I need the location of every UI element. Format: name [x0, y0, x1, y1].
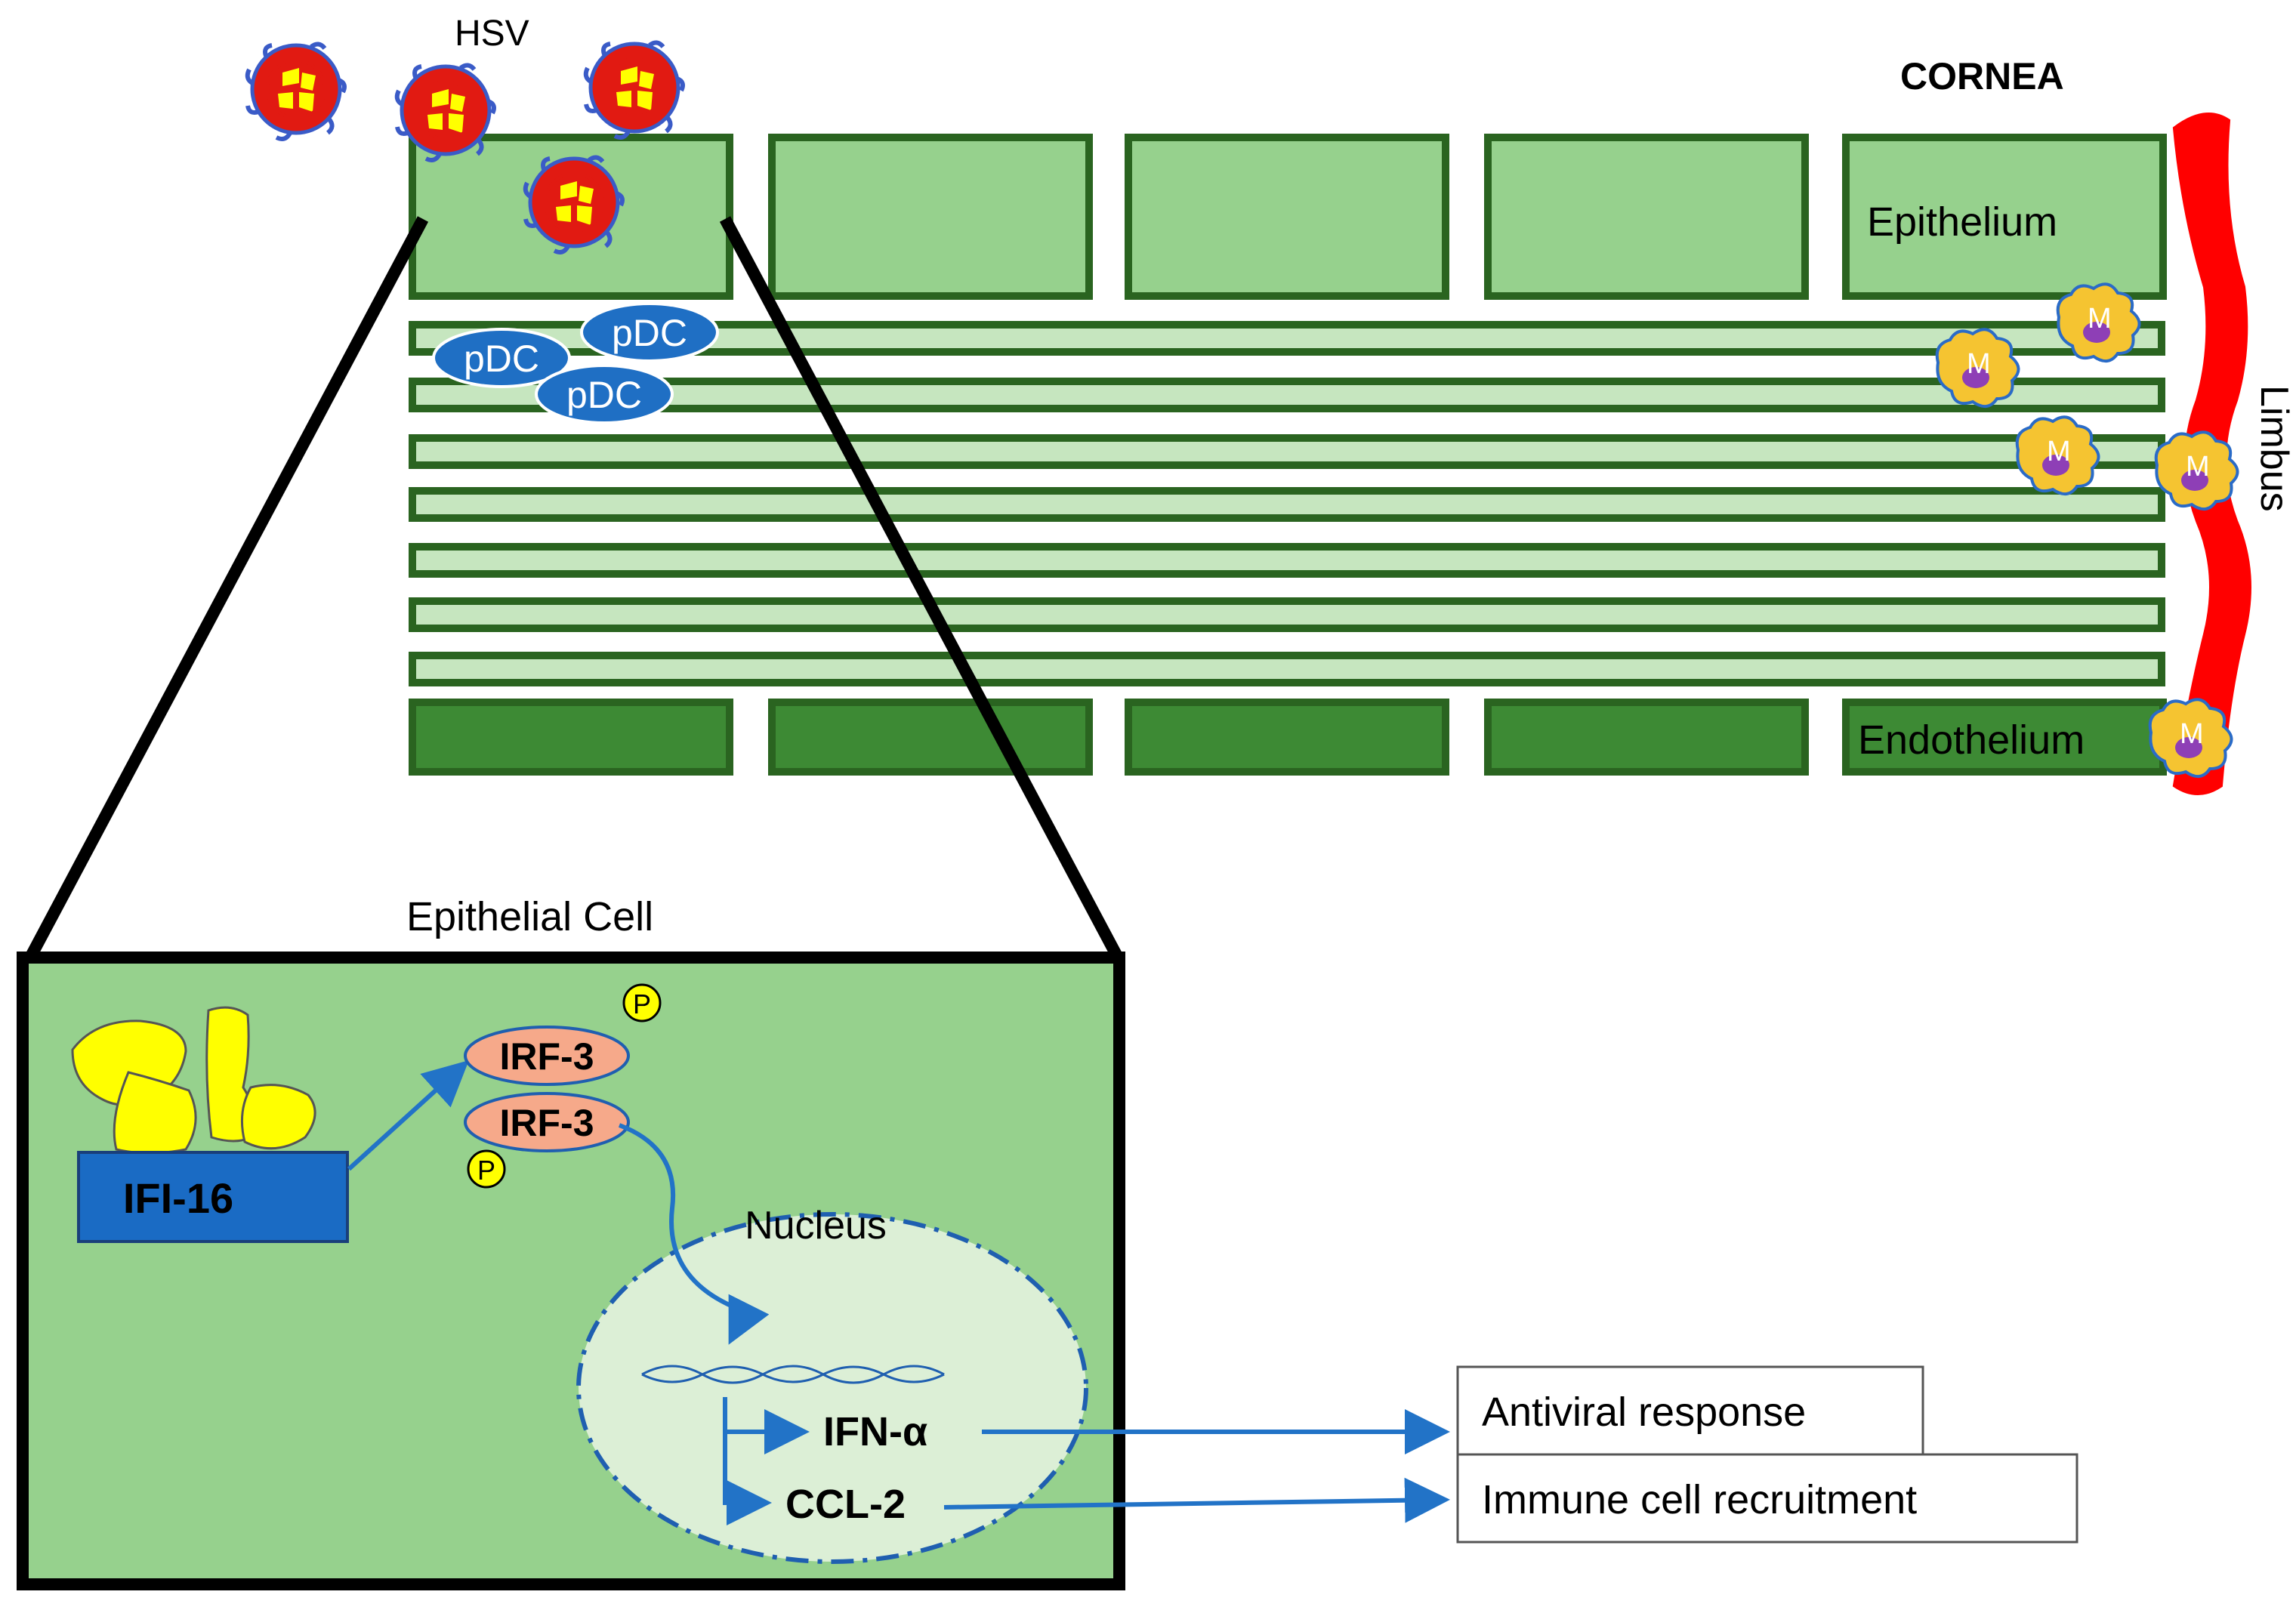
viral-dna-fragments	[71, 1006, 316, 1155]
stroma-lamella-5	[409, 543, 2165, 578]
hsv-virus-3	[586, 42, 683, 137]
pdc-label-1: pDC	[464, 338, 539, 380]
antiviral-response-box: Antiviral response	[1456, 1365, 1924, 1456]
macrophage-label-4: M	[2186, 451, 2210, 483]
nucleus-label: Nucleus	[745, 1204, 887, 1248]
epithelial-cell-2	[768, 134, 1093, 300]
irf3-bottom: IRF-3	[464, 1092, 630, 1152]
zoom-line-right	[719, 216, 1124, 961]
ifi16-box: IFI-16	[77, 1151, 349, 1243]
pdc-label-2: pDC	[612, 312, 687, 354]
dna-strand-icon	[641, 1365, 945, 1384]
macrophage-label-3: M	[2047, 436, 2071, 467]
cornea-label: CORNEA	[1900, 55, 2064, 97]
epithelial-cell-3	[1125, 134, 1449, 300]
macrophage-4: M	[2154, 430, 2239, 511]
endothelial-cell-2	[768, 699, 1093, 776]
arrow-transcription-ccl2	[723, 1432, 772, 1525]
macrophage-label-5: M	[2180, 718, 2204, 750]
hsv-label: HSV	[455, 14, 529, 54]
endothelial-cell-4	[1484, 699, 1809, 776]
pdc-cell-1: pDC	[432, 328, 571, 388]
stroma-lamella-6	[409, 597, 2165, 632]
phospho-top: P	[622, 983, 662, 1022]
hsv-virus-1	[248, 44, 344, 139]
macrophage-label-1: M	[2088, 303, 2112, 335]
endothelial-cell-3	[1125, 699, 1449, 776]
epithelium-label: Epithelium	[1867, 199, 2057, 245]
irf3-bottom-label: IRF-3	[500, 1102, 594, 1144]
zoom-line-left	[24, 216, 429, 961]
stroma-lamella-4	[409, 487, 2165, 522]
irf3-top: IRF-3	[464, 1026, 630, 1086]
macrophage-2: M	[1935, 328, 2020, 409]
phospho-top-label: P	[633, 989, 651, 1019]
immune-recruitment-label: Immune cell recruitment	[1482, 1477, 1917, 1522]
macrophage-3: M	[2015, 415, 2100, 496]
endothelial-cell-1	[409, 699, 733, 776]
macrophage-5: M	[2148, 698, 2233, 779]
irf3-top-label: IRF-3	[500, 1035, 594, 1078]
arrow-ccl2-to-recruitment	[943, 1477, 1450, 1523]
ccl2-label: CCL-2	[785, 1482, 906, 1527]
arrow-ifi16-to-irf3	[347, 1060, 469, 1171]
arrow-irf3-to-nucleus	[618, 1123, 770, 1345]
pdc-cell-2: pDC	[580, 302, 719, 362]
epithelial-cell-5	[1842, 134, 2167, 300]
stroma-lamella-3	[409, 434, 2165, 469]
stroma-layer	[409, 321, 2165, 686]
epithelial-cell-4	[1484, 134, 1809, 300]
macrophage-label-2: M	[1967, 348, 1991, 380]
ifi16-label: IFI-16	[123, 1174, 233, 1222]
ifn-alpha-label: IFN-α	[823, 1409, 927, 1454]
phospho-bottom-label: P	[477, 1155, 495, 1186]
stroma-lamella-2	[409, 378, 2165, 412]
stroma-lamella-7	[409, 652, 2165, 686]
pdc-cell-3: pDC	[535, 364, 674, 424]
epithelium-layer	[409, 134, 2167, 300]
epithelial-cell-title: Epithelial Cell	[406, 894, 653, 939]
nucleus	[576, 1212, 1088, 1564]
antiviral-response-label: Antiviral response	[1482, 1390, 1806, 1435]
immune-recruitment-box: Immune cell recruitment	[1456, 1453, 2078, 1544]
phospho-bottom: P	[467, 1149, 506, 1189]
limbus-label: Limbus	[2252, 385, 2296, 512]
macrophage-1: M	[2056, 282, 2141, 363]
pdc-label-3: pDC	[566, 374, 642, 416]
endothelium-label: Endothelium	[1858, 717, 2085, 763]
